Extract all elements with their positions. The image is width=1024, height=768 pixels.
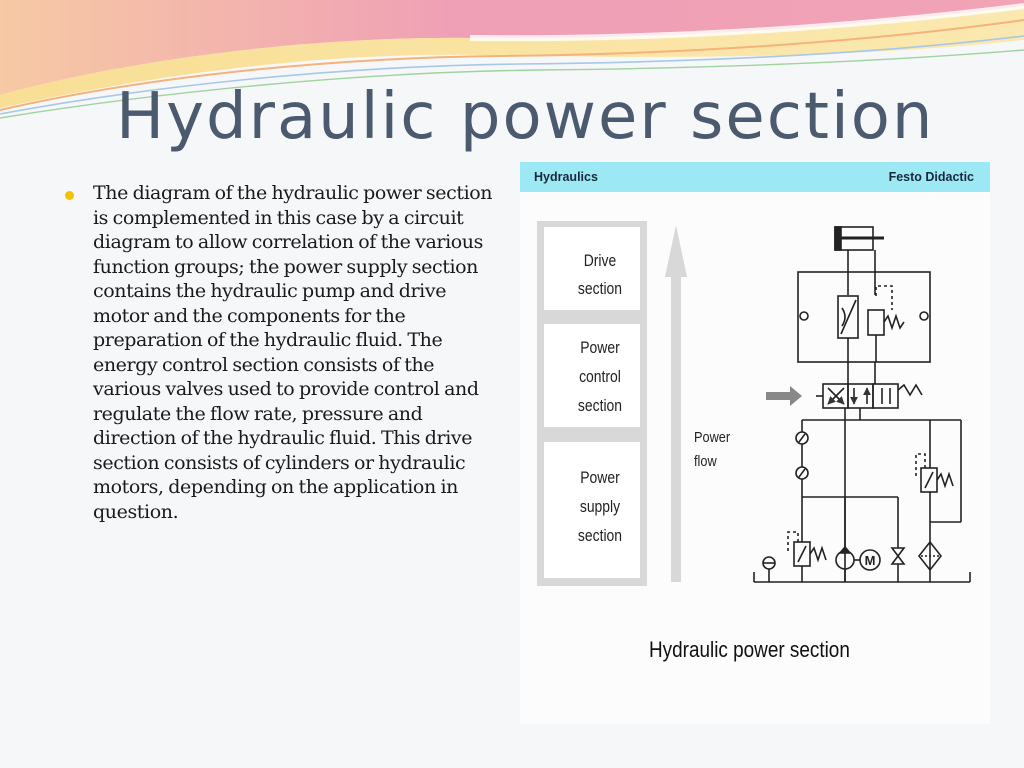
function-blocks: Drive section Power control section Powe…	[537, 221, 647, 586]
supply-label-line-1: Power	[580, 469, 619, 488]
figure-header: Hydraulics Festo Didactic	[520, 162, 990, 192]
drive-label-line-2: section	[578, 280, 622, 299]
directional-valve-center	[847, 383, 874, 409]
motor-label: M	[865, 553, 876, 568]
hydraulic-figure: Hydraulics Festo Didactic Drive section …	[520, 162, 990, 724]
decorative-ribbon-banner	[0, 0, 1024, 119]
power-flow-label-line-1: Power	[694, 428, 730, 445]
figure-header-right: Festo Didactic	[888, 170, 974, 184]
slide-title: Hydraulic power section	[116, 80, 935, 154]
control-label-line-1: Power	[580, 339, 619, 358]
supply-label-line-2: supply	[580, 498, 620, 517]
check-valve-left	[799, 311, 809, 321]
figure-caption: Hydraulic power section	[649, 637, 850, 662]
power-flow-label-line-2: flow	[694, 452, 718, 469]
control-section-block	[544, 324, 640, 427]
drive-label-line-1: Drive	[584, 252, 617, 271]
shutoff-valve	[890, 547, 906, 565]
bullet-text: The diagram of the hydraulic power secti…	[93, 182, 493, 523]
drive-motor	[859, 549, 881, 571]
hydraulic-circuit-diagram: Drive section Power control section Powe…	[537, 221, 971, 586]
actuation-arrow	[766, 386, 802, 406]
control-label-line-2: control	[579, 368, 621, 387]
directional-valve-right	[872, 383, 899, 409]
pressure-valve-upper	[867, 309, 885, 336]
circuit-lines	[753, 226, 971, 583]
supply-label-line-3: section	[578, 527, 622, 546]
drive-section-block	[544, 227, 640, 310]
check-valve-right	[919, 311, 929, 321]
power-flow-arrow	[665, 225, 687, 582]
filter	[917, 540, 943, 572]
figure-header-left: Hydraulics	[534, 170, 598, 184]
supply-section-block	[544, 442, 640, 578]
control-label-line-3: section	[578, 397, 622, 416]
bullet-marker	[65, 191, 74, 200]
